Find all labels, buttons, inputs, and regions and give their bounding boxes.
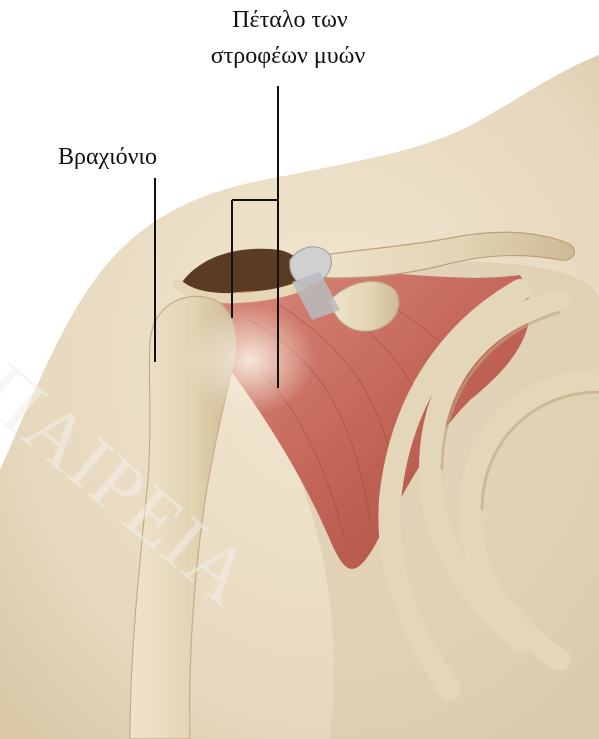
rotator-cuff-glow	[185, 305, 315, 415]
humerus-label: Βραχιόνιο	[58, 143, 157, 171]
rotator-cuff-label-line1: Πέταλο των	[190, 6, 390, 34]
rotator-cuff-label-line2: στροφέων μυών	[168, 42, 408, 70]
